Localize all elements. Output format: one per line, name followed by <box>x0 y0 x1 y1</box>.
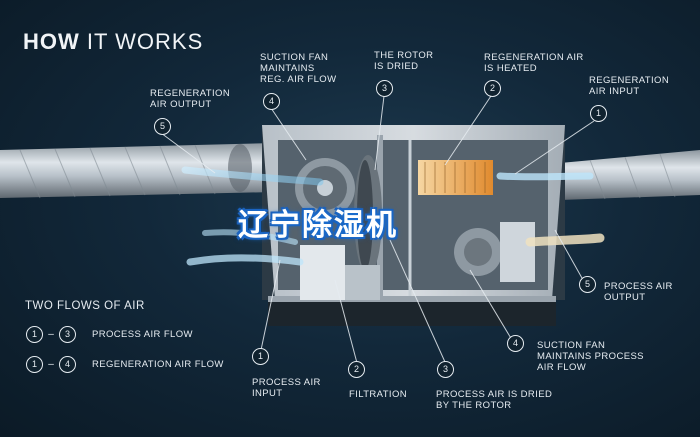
legend-regen-from: 1 <box>26 356 43 374</box>
process-fan <box>454 222 535 282</box>
desiccant-rotor <box>354 155 382 275</box>
callout-number-filtration: 2 <box>348 361 365 378</box>
legend-row-regeneration: 1–4 REGENERATION AIR FLOW <box>26 356 224 374</box>
legend-regen-to: 4 <box>59 356 76 374</box>
callout-number-rotor-dried: 3 <box>376 80 393 97</box>
callout-label-filtration: FILTRATION <box>349 389 408 400</box>
callout-number-process-dried: 3 <box>437 361 454 378</box>
left-duct <box>0 143 275 199</box>
legend-dash: – <box>48 359 54 371</box>
callout-label-process-input: PROCESS AIR INPUT <box>252 377 321 399</box>
callout-number-suction-regen: 4 <box>263 93 280 110</box>
callout-number-regen-input: 1 <box>590 105 607 122</box>
heater <box>418 160 493 195</box>
legend-dash: – <box>48 329 54 341</box>
legend-title: TWO FLOWS OF AIR <box>25 300 145 312</box>
callout-label-rotor-dried: THE ROTOR IS DRIED <box>374 50 434 72</box>
legend-row-process: 1–3 PROCESS AIR FLOW <box>26 326 193 344</box>
suction-fan <box>295 158 355 218</box>
callout-label-regen-heated: REGENERATION AIR IS HEATED <box>484 52 584 74</box>
callout-number-regen-heated: 2 <box>484 80 501 97</box>
callout-number-process-output: 5 <box>579 276 596 293</box>
callout-label-suction-regen: SUCTION FAN MAINTAINS REG. AIR FLOW <box>260 52 337 85</box>
legend-regen-label: REGENERATION AIR FLOW <box>92 359 224 371</box>
page-title: HOW IT WORKS <box>23 29 203 55</box>
callout-number-process-input: 1 <box>252 348 269 365</box>
legend-process-to: 3 <box>59 326 76 344</box>
callout-number-regen-output: 5 <box>154 118 171 135</box>
title-bold: HOW <box>23 29 80 54</box>
legend-process-label: PROCESS AIR FLOW <box>92 329 193 341</box>
callout-number-suction-process: 4 <box>507 335 524 352</box>
callout-label-process-dried: PROCESS AIR IS DRIED BY THE ROTOR <box>436 389 553 411</box>
title-light: IT WORKS <box>86 29 204 54</box>
watermark-banner: 辽宁除湿机 <box>238 209 398 242</box>
air-flows <box>181 166 605 266</box>
callout-label-regen-output: REGENERATION AIR OUTPUT <box>150 88 231 110</box>
legend-process-from: 1 <box>26 326 43 344</box>
right-duct <box>560 150 700 200</box>
callout-leaders <box>160 95 595 364</box>
callout-label-suction-process: SUCTION FAN MAINTAINS PROCESS AIR FLOW <box>537 340 644 373</box>
callout-label-process-output: PROCESS AIR OUTPUT <box>604 281 673 303</box>
callout-label-regen-input: REGENERATION AIR INPUT <box>589 75 670 97</box>
